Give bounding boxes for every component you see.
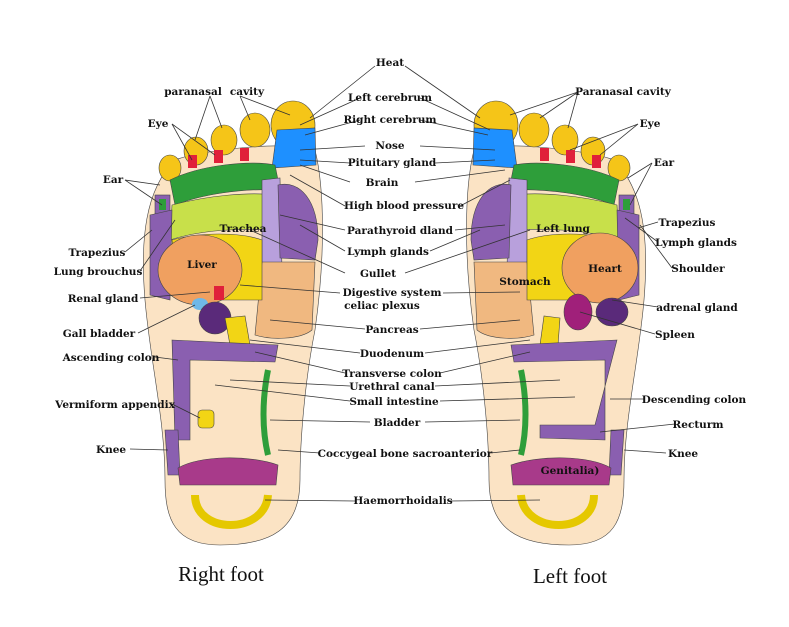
left-toe-3 xyxy=(551,124,579,156)
label-celiac-plexus: celiac plexus xyxy=(344,300,420,312)
label-bladder: Bladder xyxy=(374,417,421,429)
right-green-line xyxy=(260,369,271,456)
label-parathyroid: Parathyroid dland xyxy=(347,225,454,237)
label-haemorrhoidalis: Haemorrhoidalis xyxy=(353,495,452,507)
label-ascending-colon: Ascending colon xyxy=(62,352,160,364)
label-eye-right: Eye xyxy=(148,118,169,130)
label-left-lung: Left lung xyxy=(536,223,590,235)
label-knee-right: Knee xyxy=(96,444,126,456)
left-eye-mark-1 xyxy=(592,155,601,168)
left-haemorrhoid-arc xyxy=(517,494,598,529)
label-descending-colon: Descending colon xyxy=(642,394,747,406)
right-foot xyxy=(143,100,323,546)
label-renal-gland: Renal gland xyxy=(68,293,139,305)
label-shoulder: Shoulder xyxy=(671,263,725,275)
label-trachea: Trachea xyxy=(220,223,267,235)
right-foot-labels: paranasal cavity Eye Ear Trapezius Lung … xyxy=(54,86,267,456)
left-spleen xyxy=(563,293,593,331)
label-spleen: Spleen xyxy=(655,329,695,341)
right-renal-gland xyxy=(214,286,224,300)
right-toe-2 xyxy=(239,112,271,148)
label-high-blood-pressure: High blood pressure xyxy=(344,200,464,212)
label-left-cerebrum: Left cerebrum xyxy=(348,92,432,104)
center-labels: Heat Left cerebrum Right cerebrum Nose P… xyxy=(318,57,493,507)
label-pancreas: Pancreas xyxy=(365,324,418,336)
right-eye-mark-1 xyxy=(188,155,197,168)
right-digestive-zone xyxy=(254,261,316,339)
label-urethral-canal: Urethral canal xyxy=(349,381,434,393)
right-big-toe-nose xyxy=(271,127,317,169)
left-foot xyxy=(466,100,646,546)
left-eye-mark-3 xyxy=(540,148,549,161)
label-duodenum: Duodenum xyxy=(360,348,424,360)
label-pituitary-gland: Pituitary gland xyxy=(348,157,437,169)
label-stomach: Stomach xyxy=(499,276,551,288)
label-adrenal-gland: adrenal gland xyxy=(656,302,738,314)
label-ear-right: Ear xyxy=(103,174,124,186)
right-eye-mark-2 xyxy=(214,150,223,163)
label-trapezius-right: Trapezius xyxy=(69,247,126,259)
label-knee-left: Knee xyxy=(668,448,698,460)
left-stomach-zone xyxy=(473,261,535,339)
right-lymph-zone xyxy=(277,183,319,261)
left-ear-mark xyxy=(623,199,630,210)
left-green-line xyxy=(518,369,529,456)
label-lung-brouchus: Lung brouchus xyxy=(54,266,143,278)
left-big-toe-nose xyxy=(472,127,518,169)
right-toe-3 xyxy=(210,124,238,156)
label-trapezius-left: Trapezius xyxy=(659,217,716,229)
left-toe-2 xyxy=(518,112,550,148)
label-digestive-system: Digestive system xyxy=(343,287,442,299)
right-ear-mark xyxy=(159,199,166,210)
label-heart: Heart xyxy=(588,263,622,275)
label-paranasal-cavity-left: Paranasal cavity xyxy=(575,86,672,98)
label-small-intestine: Small intestine xyxy=(349,396,439,408)
right-appendix xyxy=(197,409,215,429)
label-gullet: Gullet xyxy=(360,268,396,280)
right-coccyx-zone xyxy=(177,457,279,486)
label-gall-bladder: Gall bladder xyxy=(63,328,136,340)
label-recturm: Recturm xyxy=(673,419,724,431)
label-genitalia: Genitalia) xyxy=(541,465,600,477)
left-foot-labels: Paranasal cavity Eye Ear Trapezius Lymph… xyxy=(499,86,746,477)
label-lymph-glands-center: Lymph glands xyxy=(347,246,429,258)
label-brain: Brain xyxy=(366,177,399,189)
right-eye-mark-3 xyxy=(240,148,249,161)
label-transverse-colon: Transverse colon xyxy=(342,368,442,380)
label-lymph-glands-left: Lymph glands xyxy=(655,237,737,249)
caption-left-foot: Left foot xyxy=(533,564,607,588)
label-nose: Nose xyxy=(375,140,405,152)
right-haemorrhoid-arc xyxy=(191,494,272,529)
label-liver: Liver xyxy=(187,259,217,271)
label-paranasal: paranasal xyxy=(164,86,222,98)
caption-right-foot: Right foot xyxy=(178,562,264,586)
label-eye-left: Eye xyxy=(640,118,661,130)
label-right-cerebrum: Right cerebrum xyxy=(343,114,436,126)
label-heat: Heat xyxy=(376,57,404,69)
label-coccygeal: Coccygeal bone sacroanterior xyxy=(318,448,493,460)
label-cavity: cavity xyxy=(230,86,265,98)
leader-lines xyxy=(124,65,676,502)
label-ear-left: Ear xyxy=(654,157,675,169)
label-vermiform-appendix: Vermiform appendix xyxy=(54,399,175,411)
left-eye-mark-2 xyxy=(566,150,575,163)
left-colon-band xyxy=(510,339,618,441)
left-genitalia-zone xyxy=(510,457,612,486)
